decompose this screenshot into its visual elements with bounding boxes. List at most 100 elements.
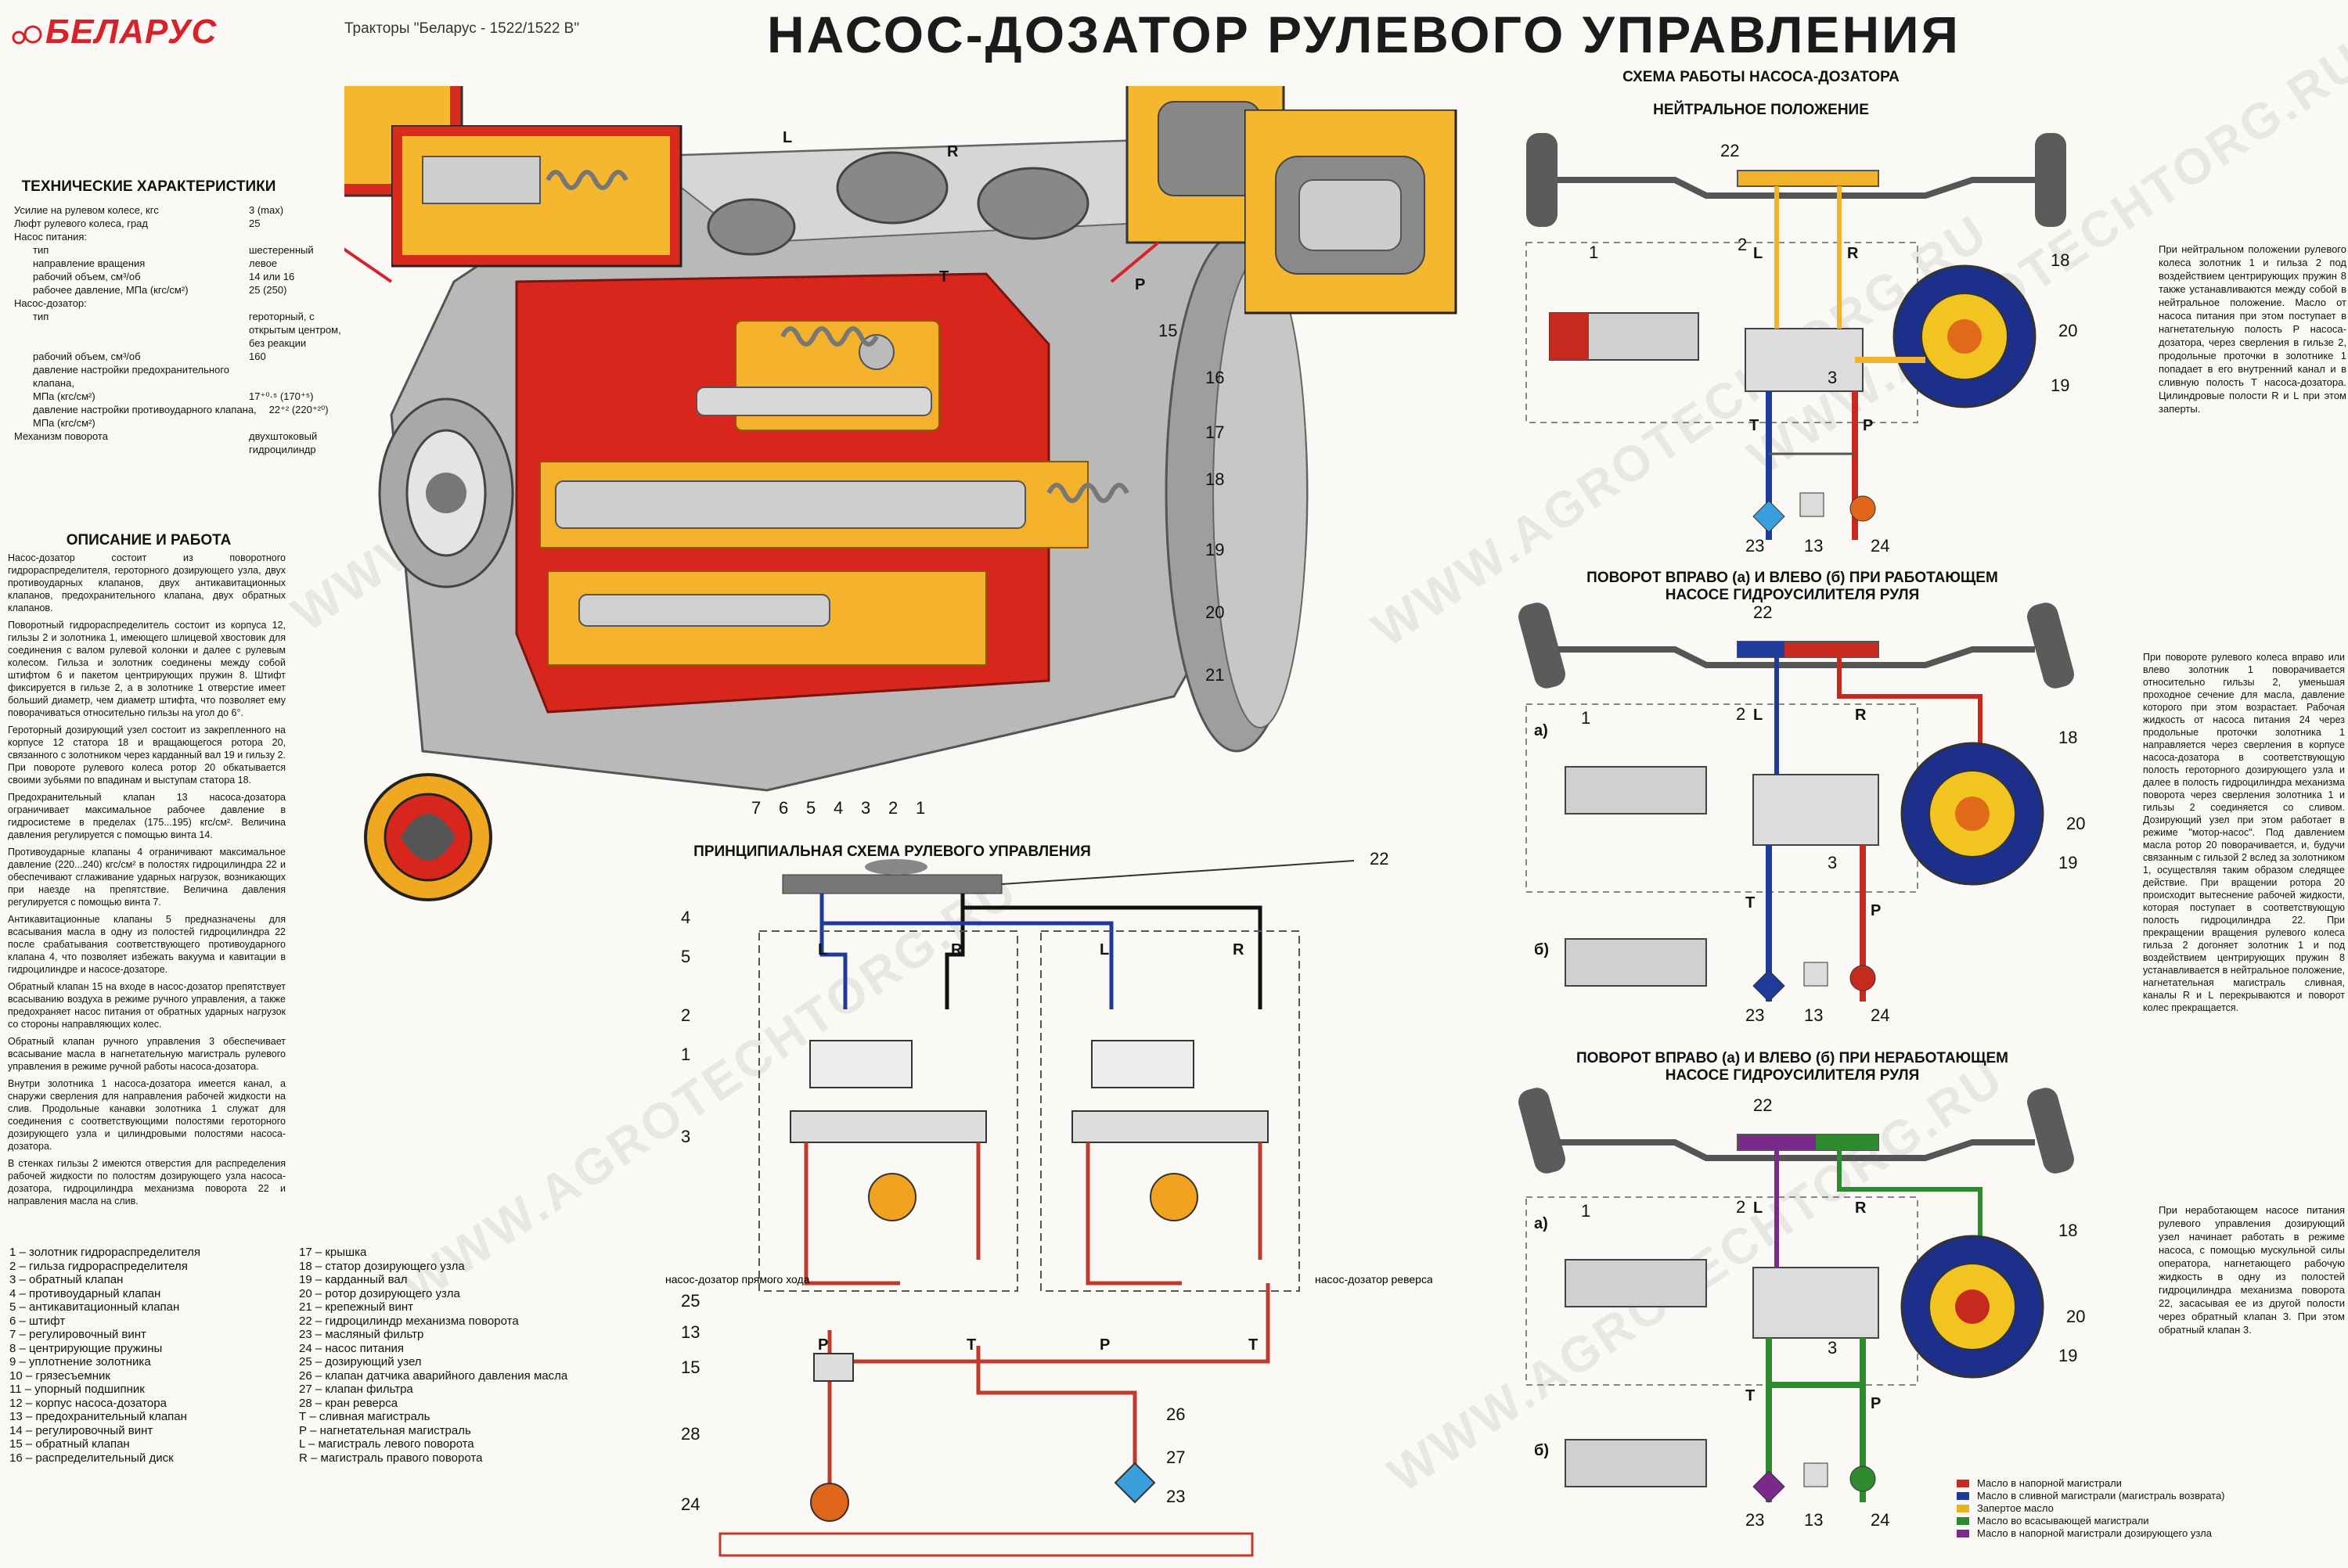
turn-working-title: ПОВОРОТ ВПРАВО (а) И ВЛЕВО (б) ПРИ РАБОТ… (1586, 570, 1998, 603)
scheme-p: P (818, 1336, 828, 1354)
callout-24: 24 (681, 1494, 700, 1514)
turn-stopped-title: ПОВОРОТ ВПРАВО (а) И ВЛЕВО (б) ПРИ НЕРАБ… (1576, 1050, 2009, 1084)
spring (1046, 483, 1129, 503)
inset-14-frame (391, 125, 682, 268)
spring (780, 326, 879, 347)
callout-13: 13 (681, 1322, 700, 1342)
callout-19: 19 (2058, 1346, 2077, 1365)
brand-logo-icon (12, 25, 42, 45)
callout-19: 19 (1205, 540, 1224, 559)
pressure-line (804, 1142, 900, 1286)
neutral-r: R (1847, 245, 1859, 262)
callout-25: 25 (681, 1291, 700, 1311)
description-heading: ОПИСАНИЕ И РАБОТА (66, 532, 232, 548)
pressure-line (1837, 657, 1982, 743)
metering-unit (868, 1173, 917, 1221)
callout-23: 23 (1745, 536, 1764, 556)
stopped-p: P (1871, 1395, 1881, 1412)
main-pressure-line (827, 1283, 1270, 1364)
callout-1: 1 (1581, 1201, 1590, 1221)
callout-1: 1 (1589, 243, 1598, 262)
scheme-r: R (951, 941, 963, 958)
description-text: Насос-дозатор состоит из поворотного гид… (8, 552, 286, 1207)
shaft-bore (426, 473, 466, 513)
scheme-l: L (1100, 941, 1109, 958)
valve-block (809, 1040, 913, 1088)
sub-a-label: а) (1534, 1215, 1548, 1232)
wheel-icon (1518, 602, 1565, 689)
pump-cutaway-illustration: L R T P 16 17 18 19 20 21 13 12 11 10 9 … (344, 86, 1309, 818)
port-label-p: P (1135, 276, 1145, 293)
dozer-forward-box (758, 930, 1018, 1292)
working-r: R (1855, 707, 1867, 724)
callout-18: 18 (2058, 728, 2077, 747)
spool-assembly (1565, 1439, 1707, 1487)
inset-pointer (344, 247, 393, 283)
spec-row: Насос-дозатор: (14, 297, 87, 309)
color-key-item: Запертое масло (1957, 1502, 2225, 1515)
spec-row: давление настройки противоударного клапа… (33, 404, 329, 429)
sub-b-label: б) (1534, 1442, 1549, 1459)
callout-24: 24 (1871, 1510, 1889, 1530)
distributor (790, 1110, 987, 1143)
working-t: T (1745, 894, 1755, 912)
pressure-line (1086, 1142, 1182, 1286)
callout-3: 3 (1828, 853, 1837, 872)
distributor (1071, 1110, 1269, 1143)
callout-18: 18 (1205, 469, 1224, 489)
label-forward: насос-дозатор прямого хода (665, 1273, 810, 1286)
spool-assembly (1565, 766, 1707, 815)
oil-filter (1114, 1462, 1156, 1504)
steering-wheel-icon (865, 859, 927, 875)
callout-2: 2 (1736, 704, 1745, 724)
supply-pump (810, 1483, 849, 1522)
callout-18: 18 (2058, 1221, 2077, 1240)
steering-linkage (1558, 646, 2035, 668)
spool-assembly (1565, 938, 1707, 987)
callout-5: 5 (681, 947, 690, 966)
relief-valve-icon (1803, 1462, 1828, 1487)
inset-8-springs (364, 773, 492, 901)
callout-23: 23 (1745, 1005, 1764, 1025)
valve-block (1091, 1040, 1194, 1088)
callout-15: 15 (681, 1358, 700, 1377)
shock-valve (578, 594, 830, 627)
callout-22: 22 (1753, 1095, 1772, 1115)
stopped-l: L (1753, 1199, 1763, 1217)
callout-3: 3 (1828, 368, 1837, 387)
callout-24: 24 (1871, 1005, 1889, 1025)
callout-5: 5 (806, 798, 816, 818)
line-r-right (960, 894, 1262, 1009)
stopped-r: R (1855, 1199, 1867, 1217)
neutral-p: P (1863, 417, 1873, 434)
callout-20: 20 (2058, 321, 2077, 340)
port-t (707, 198, 796, 256)
callout-13: 13 (1804, 536, 1823, 556)
inset-pointer (1110, 241, 1160, 283)
spool-assembly (1565, 1259, 1707, 1307)
color-key-item: Масло во всасывающей магистрали (1957, 1515, 2225, 1527)
dozer-reverse-box (1040, 930, 1300, 1292)
neutral-explanation: При нейтральном положении рулевого колес… (2159, 243, 2346, 415)
callout-2: 2 (681, 1005, 690, 1025)
spec-row: рабочее давление, МПа (кгс/см²)25 (250) (33, 284, 287, 296)
sub-b-label: б) (1534, 941, 1549, 958)
pump-icon (1849, 965, 1876, 991)
wheel-icon (2027, 1088, 2074, 1174)
cylinder-22-suction (1816, 1135, 1878, 1150)
wheel-icon (1518, 1088, 1565, 1174)
callout-26: 26 (1166, 1404, 1185, 1424)
port-r (977, 167, 1089, 240)
callout-19: 19 (2051, 376, 2069, 395)
return-line (976, 1346, 1137, 1494)
callout-22: 22 (1753, 602, 1772, 622)
brand-name: БЕЛАРУС (45, 13, 218, 51)
rotor-hub (1955, 797, 1990, 831)
callout-4: 4 (834, 798, 843, 818)
color-key-item: Масло в напорной магистрали дозирующего … (1957, 1527, 2225, 1540)
